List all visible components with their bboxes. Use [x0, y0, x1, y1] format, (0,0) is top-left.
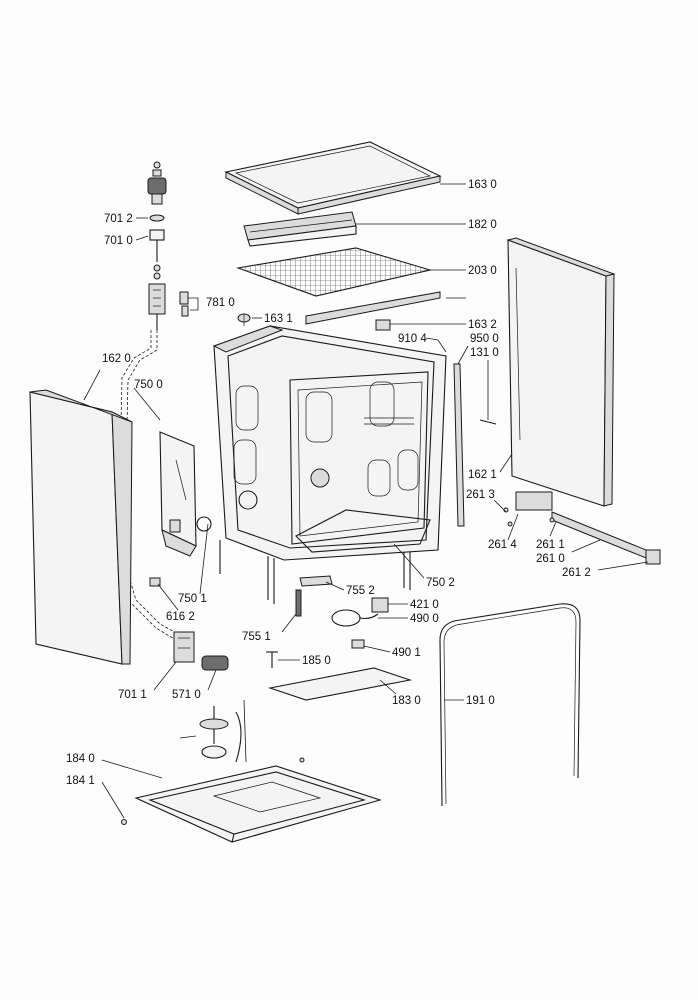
part-door-seal-1910 [439, 603, 581, 807]
part-strip-1310 [479, 419, 497, 425]
leader-lines [83, 183, 649, 819]
part-cable-4900 [331, 609, 379, 627]
label-1632: 163 2 [468, 319, 497, 331]
part-side-panel-left [29, 389, 133, 665]
part-switch-4210 [371, 597, 389, 613]
label-2030: 203 0 [468, 265, 497, 277]
label-1910: 191 0 [466, 695, 495, 707]
label-7551: 755 1 [242, 631, 271, 643]
part-clip-7552 [299, 575, 333, 587]
label-2611: 261 1 [536, 539, 565, 551]
label-1630: 163 0 [468, 179, 497, 191]
label-1620: 162 0 [102, 353, 131, 365]
label-7810: 781 0 [206, 297, 235, 309]
label-2612: 261 2 [562, 567, 591, 579]
label-2613: 261 3 [466, 489, 495, 501]
part-insulation-grid [235, 247, 433, 297]
part-front-strip [243, 211, 357, 247]
part-base-tray-1840 [121, 757, 382, 843]
part-bracket-9104 [375, 319, 391, 331]
label-4901: 490 1 [392, 647, 421, 659]
label-4900: 490 0 [410, 613, 439, 625]
label-9104: 910 4 [398, 333, 427, 345]
label-2610: 261 0 [536, 553, 565, 565]
label-2614: 261 4 [488, 539, 517, 551]
part-inlet-valve [147, 161, 167, 330]
part-clip-6162 [149, 577, 161, 587]
label-1840: 184 0 [66, 753, 95, 765]
label-1631: 163 1 [264, 313, 293, 325]
part-rail-2610 [503, 491, 661, 565]
part-worktop [224, 141, 442, 215]
part-side-panel-right [506, 237, 616, 507]
part-bracket-7011 [173, 631, 195, 663]
part-base-strip-1830 [267, 667, 413, 701]
label-7501: 750 1 [178, 593, 207, 605]
label-6162: 616 2 [166, 611, 195, 623]
part-spring-7551 [295, 589, 302, 617]
part-screw-1850 [266, 651, 278, 668]
label-1621: 162 1 [468, 469, 497, 481]
label-7552: 755 2 [346, 585, 375, 597]
part-pump-assembly [199, 706, 242, 763]
label-1830: 183 0 [392, 695, 421, 707]
part-top-rail [305, 291, 441, 325]
label-7012: 701 2 [104, 213, 133, 225]
part-sensor-4901 [351, 639, 365, 649]
label-1850: 185 0 [302, 655, 331, 667]
part-clip-1631 [237, 313, 251, 326]
part-side-module-7500 [159, 431, 212, 557]
part-labels: 163 0 182 0 203 0 701 2 701 0 781 0 163 … [66, 179, 591, 787]
part-fittings-7810 [179, 291, 189, 317]
part-strip-9500 [453, 363, 465, 527]
label-5710: 571 0 [172, 689, 201, 701]
label-1820: 182 0 [468, 219, 497, 231]
label-7502: 750 2 [426, 577, 455, 589]
part-tub-body [212, 325, 447, 604]
part-component-5710 [201, 655, 229, 671]
label-7500: 750 0 [134, 379, 163, 391]
label-7010: 701 0 [104, 235, 133, 247]
label-4210: 421 0 [410, 599, 439, 611]
label-9500: 950 0 [470, 333, 499, 345]
label-7011: 701 1 [118, 689, 147, 701]
label-1841: 184 1 [66, 775, 95, 787]
label-1310: 131 0 [470, 347, 499, 359]
